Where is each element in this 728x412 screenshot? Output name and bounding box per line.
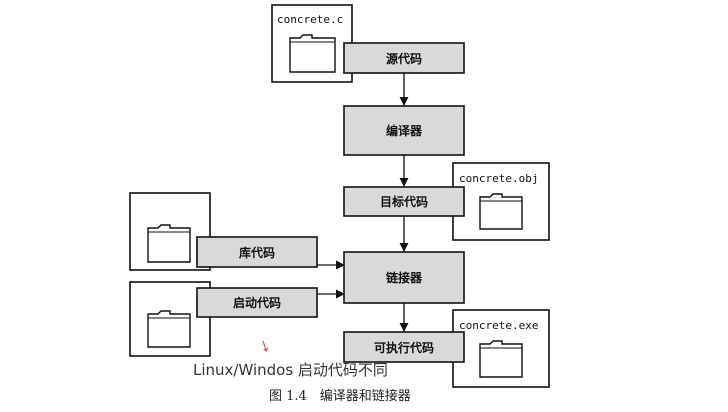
stage-object-code: 目标代码	[343, 186, 465, 217]
stage-startup-code: 启动代码	[196, 287, 318, 318]
linker-label: 链接器	[386, 270, 423, 285]
stage-linker: 链接器	[343, 251, 465, 304]
folder-icon	[289, 34, 336, 73]
stage-executable-code: 可执行代码	[343, 331, 465, 363]
stage-library-code: 库代码	[196, 236, 318, 268]
startup-code-label: 启动代码	[233, 295, 281, 310]
connectors	[317, 73, 409, 332]
executable-code-label: 可执行代码	[374, 340, 434, 355]
object-code-label: 目标代码	[380, 194, 428, 209]
library-code-label: 库代码	[239, 245, 275, 260]
object-file-card: concrete.obj	[452, 162, 550, 241]
annotation-mark	[262, 340, 269, 352]
stage-compiler: 编译器	[343, 105, 465, 156]
stage-source-code: 源代码	[343, 42, 465, 74]
annotation-note: Linux/Windos 启动代码不同	[193, 361, 388, 379]
folder-icon	[147, 310, 191, 348]
exe-file-card: concrete.exe	[452, 309, 550, 388]
figure-caption: 图 1.4 编译器和链接器	[269, 389, 411, 404]
source-file-card: concrete.c	[271, 4, 353, 83]
object-file-name: concrete.obj	[459, 172, 538, 185]
folder-icon	[479, 193, 523, 230]
folder-icon	[479, 340, 523, 378]
compiler-label: 编译器	[385, 123, 423, 138]
exe-file-name: concrete.exe	[459, 319, 538, 332]
folder-icon	[147, 224, 191, 263]
source-code-label: 源代码	[386, 51, 422, 66]
source-file-name: concrete.c	[277, 13, 343, 26]
